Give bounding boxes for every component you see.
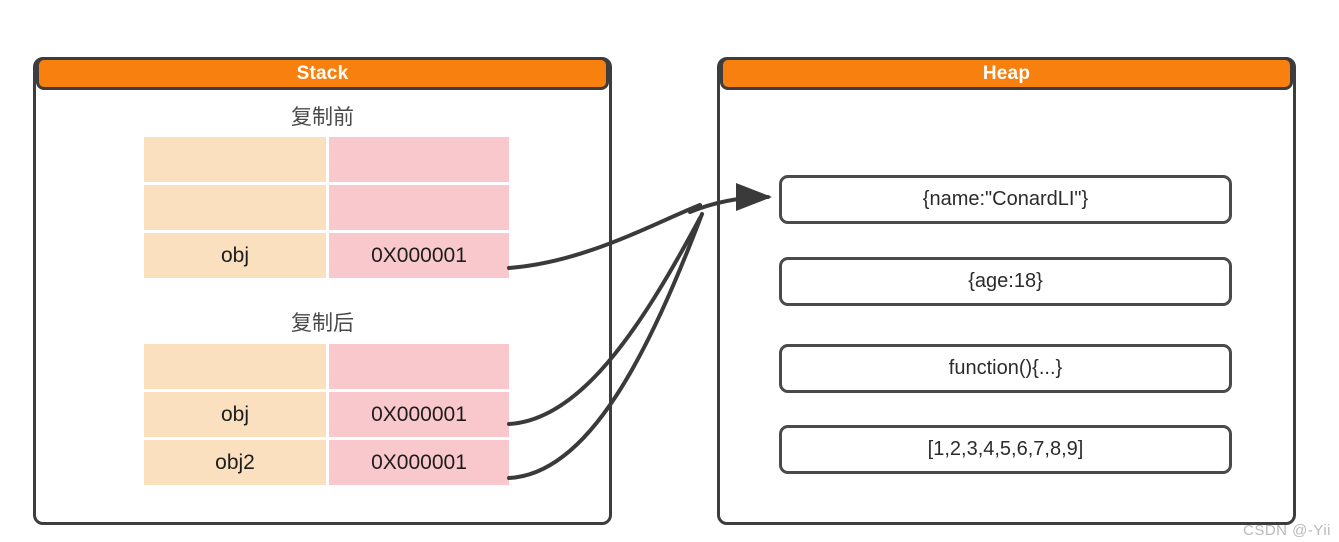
csdn-watermark: CSDN @-Yii	[1242, 522, 1331, 539]
stack-panel-header: Stack	[36, 57, 609, 90]
table-row	[144, 137, 509, 182]
stack-section-caption-before: 复制前	[291, 106, 354, 129]
heap-panel-header: Heap	[720, 57, 1293, 90]
stack-cell-name: obj	[144, 233, 326, 278]
heap-box-name: {name:"ConardLI"}	[779, 175, 1232, 224]
stack-cell-name	[144, 185, 326, 230]
stack-cell-address: 0X000001	[329, 392, 509, 437]
stack-cell-name: obj2	[144, 440, 326, 485]
stack-cell-name: obj	[144, 392, 326, 437]
table-row: obj 0X000001	[144, 392, 509, 437]
stack-cell-address	[329, 185, 509, 230]
heap-title: Heap	[982, 62, 1031, 84]
stack-cell-address: 0X000001	[329, 440, 509, 485]
stack-table-after: obj 0X000001 obj2 0X000001	[144, 344, 509, 485]
table-row: obj 0X000001	[144, 233, 509, 278]
table-row	[144, 344, 509, 389]
stack-cell-address	[329, 137, 509, 182]
stack-table-before: obj 0X000001	[144, 137, 509, 278]
stack-section-caption-after: 复制后	[291, 312, 354, 335]
stack-cell-name	[144, 344, 326, 389]
stack-cell-address: 0X000001	[329, 233, 509, 278]
heap-box-function: function(){...}	[779, 344, 1232, 393]
stack-cell-name	[144, 137, 326, 182]
table-row: obj2 0X000001	[144, 440, 509, 485]
stack-cell-address	[329, 344, 509, 389]
stack-title: Stack	[296, 62, 349, 84]
heap-box-array: [1,2,3,4,5,6,7,8,9]	[779, 425, 1232, 474]
table-row	[144, 185, 509, 230]
heap-box-age: {age:18}	[779, 257, 1232, 306]
